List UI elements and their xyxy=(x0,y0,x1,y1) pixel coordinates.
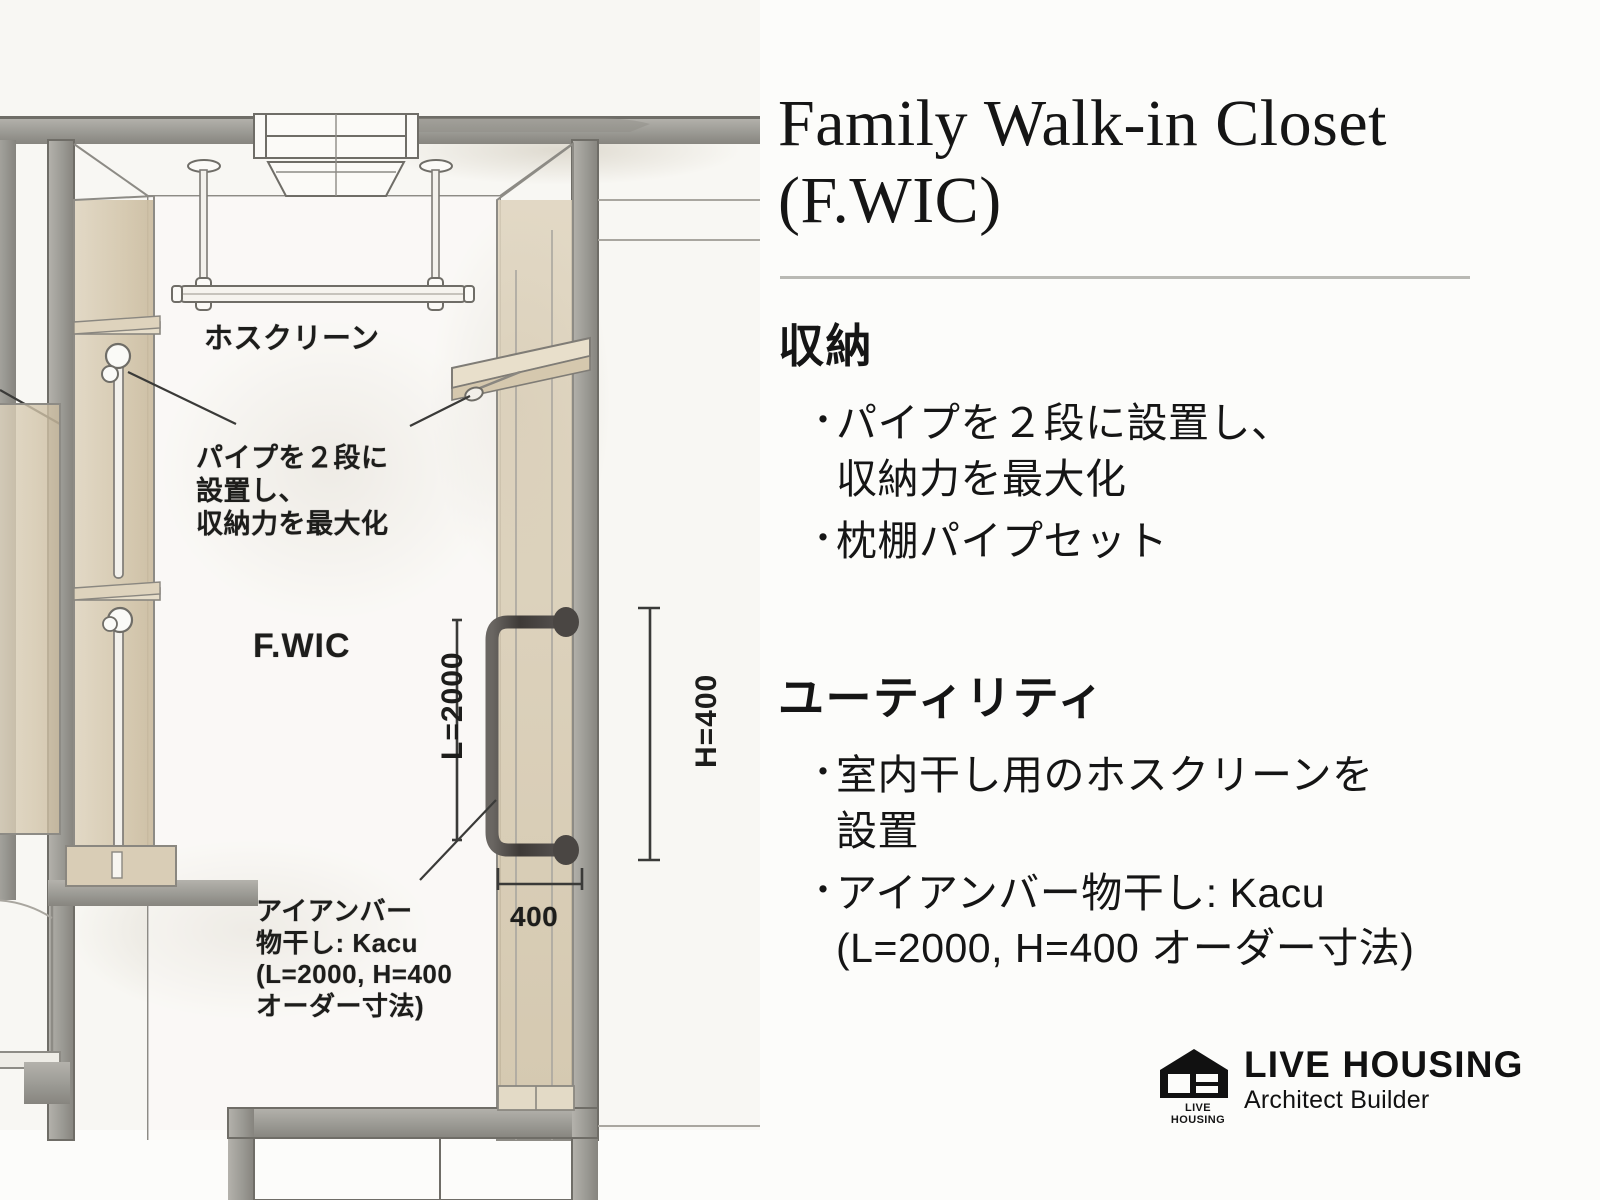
bullet-marker-icon: ・ xyxy=(806,519,841,558)
plan-dimension-height: H=400 xyxy=(690,673,723,768)
section-heading-storage: 収納 xyxy=(778,320,873,372)
company-logo: LIVE HOUSING LIVE HOUSING Architect Buil… xyxy=(1158,1046,1524,1126)
list-item: ・ パイプを２段に設置し、 収納力を最大化 xyxy=(806,396,1586,508)
plan-dimension-length: L=2000 xyxy=(436,651,469,760)
title-divider xyxy=(780,276,1470,279)
list-item: ・ 枕棚パイプセット xyxy=(806,514,1586,570)
logo-mark-caption: LIVE HOUSING xyxy=(1170,1101,1226,1126)
list-item: ・ アイアンバー物干し: Kacu (L=2000, H=400 オーダー寸法) xyxy=(806,866,1586,978)
house-icon-glyph xyxy=(1160,1048,1228,1098)
page-title: Family Walk-in Closet (F.WIC) xyxy=(778,87,1387,237)
plan-label-two-tier-pipe: パイプを２段に 設置し、 収納力を最大化 xyxy=(196,443,389,539)
section-heading-utility: ユーティリティ xyxy=(778,672,1105,724)
bullet-marker-icon: ・ xyxy=(806,402,841,440)
list-item-label: パイプを２段に設置し、 収納力を最大化 xyxy=(836,400,1293,502)
list-item: ・ 室内干し用のホスクリーンを 設置 xyxy=(806,748,1586,860)
plan-label-room-name: F.WIC xyxy=(253,627,351,665)
logo-tagline: Architect Builder xyxy=(1244,1086,1430,1114)
list-item-label: 室内干し用のホスクリーンを 設置 xyxy=(836,752,1374,854)
list-item-label: アイアンバー物干し: Kacu (L=2000, H=400 オーダー寸法) xyxy=(836,869,1415,972)
plan-dimension-width: 400 xyxy=(510,901,559,932)
plan-label-hoscreen: ホスクリーン xyxy=(204,323,380,355)
bullet-marker-icon: ・ xyxy=(806,871,841,910)
storage-bullet-list: ・ パイプを２段に設置し、 収納力を最大化 ・ 枕棚パイプセット xyxy=(806,396,1586,575)
logo-wordmark: LIVE HOUSING Architect Builder xyxy=(1244,1046,1524,1117)
plan-label-iron-bar: アイアンバー 物干し: Kacu (L=2000, H=400 オーダー寸法) xyxy=(256,896,453,1022)
logo-company-name: LIVE HOUSING xyxy=(1244,1044,1524,1085)
floorplan-illustration: ホスクリーン パイプを２段に 設置し、 収納力を最大化 F.WIC アイアンバー… xyxy=(0,0,760,1200)
plan-drawing xyxy=(0,0,760,1200)
text-panel: Family Walk-in Closet (F.WIC) 収納 ・ パイプを２… xyxy=(760,0,1600,1200)
utility-bullet-list: ・ 室内干し用のホスクリーンを 設置 ・ アイアンバー物干し: Kacu (L=… xyxy=(806,748,1586,983)
bullet-marker-icon: ・ xyxy=(806,754,841,792)
list-item-label: 枕棚パイプセット xyxy=(836,517,1168,564)
house-icon: LIVE HOUSING xyxy=(1158,1048,1230,1126)
